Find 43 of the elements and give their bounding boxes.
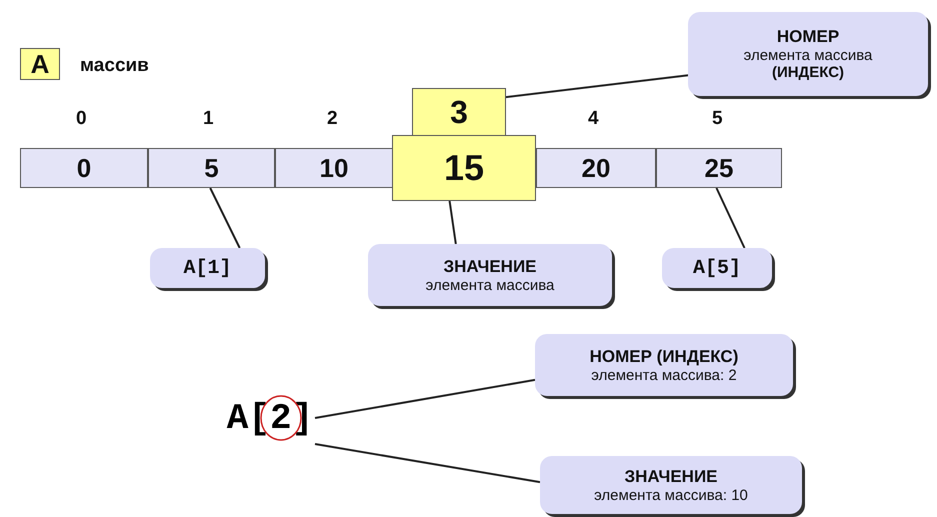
- array-cell: [20, 148, 148, 188]
- callout-text: элемента массива: 2: [591, 366, 737, 384]
- leader-line: [448, 200, 457, 244]
- array-cell: [275, 148, 393, 188]
- node-text: 0: [76, 152, 92, 184]
- node-text: 25: [704, 152, 734, 184]
- callout: [535, 334, 793, 396]
- leader-line: [716, 188, 746, 248]
- callout: [688, 12, 928, 96]
- array-cell: [656, 148, 782, 188]
- node-text: 5: [204, 152, 219, 184]
- callout: [540, 456, 802, 514]
- index-number: 2: [327, 108, 338, 130]
- callout: [662, 248, 772, 288]
- node-text: 3: [450, 94, 468, 130]
- node-text: A[5]: [692, 256, 741, 280]
- node-text: 20: [582, 152, 610, 184]
- callout: [368, 244, 612, 306]
- array-cell: [148, 148, 275, 188]
- node-text: A[1]: [183, 256, 232, 280]
- callout: [150, 248, 265, 288]
- index-number: 4: [588, 108, 599, 130]
- leader-line: [314, 443, 540, 484]
- array-label: массив: [80, 55, 149, 77]
- node-text: 10: [320, 152, 348, 184]
- callout-heading: НОМЕР (ИНДЕКС): [590, 346, 738, 366]
- index-box: [412, 88, 506, 136]
- array-cell: [536, 148, 656, 188]
- leader-line: [209, 188, 241, 248]
- value-cell: [392, 135, 536, 201]
- index-number: 5: [712, 108, 723, 130]
- index-number: 0: [76, 108, 87, 130]
- callout-heading: НОМЕР: [776, 27, 840, 47]
- callout-text: элемента массива: 10: [594, 486, 748, 504]
- leader-line: [314, 378, 536, 419]
- node-text: A: [30, 48, 50, 80]
- index-number: 1: [203, 108, 214, 130]
- node-text: 15: [444, 147, 484, 189]
- callout-heading: ЗНАЧЕНИЕ: [443, 256, 537, 276]
- callout-text: элемента массива (ИНДЕКС): [742, 47, 874, 81]
- callout-text: элемента массива: [426, 276, 554, 294]
- array-name-box: [20, 48, 60, 80]
- callout-heading: ЗНАЧЕНИЕ: [624, 466, 718, 486]
